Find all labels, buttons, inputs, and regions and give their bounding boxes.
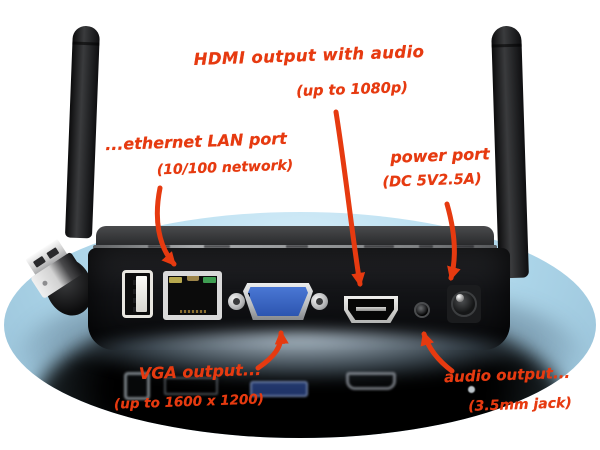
antenna-ring <box>72 41 100 46</box>
usb-port-reflection <box>124 372 150 400</box>
hdmi-port <box>344 296 398 323</box>
ethernet-led-yellow <box>169 277 182 283</box>
vga-screw-right <box>311 293 328 310</box>
power-annotation-line2: (DC 5V2.5A) <box>382 171 482 191</box>
usb-pin <box>133 289 136 294</box>
engraved-port-label <box>286 245 308 248</box>
vga-bezel <box>243 283 313 320</box>
dc-barrel <box>451 291 477 317</box>
usb-pin <box>133 280 136 285</box>
vga-connector <box>248 287 308 316</box>
usb-tongue <box>133 276 147 312</box>
dongle-led <box>41 279 49 287</box>
ethernet-port-reflection <box>164 377 218 395</box>
hdmi-port-reflection <box>346 372 396 390</box>
ethernet-annotation-line1: ...ethernet LAN port <box>104 128 288 155</box>
audio-jack <box>414 302 430 318</box>
dc-center-pin <box>456 294 464 302</box>
hdmi-tongue <box>356 307 386 311</box>
vga-port <box>228 283 328 320</box>
vga-port-reflection <box>250 381 308 397</box>
power-annotation-line1: power port <box>389 144 491 167</box>
ethernet-annotation-line2: (10/100 network) <box>156 157 294 179</box>
device-top-face <box>96 226 494 248</box>
screw-hole <box>233 298 240 305</box>
hdmi-annotation-line1: HDMI output with audio <box>193 41 425 70</box>
engraved-port-label <box>419 245 433 248</box>
jack-reflection-dot <box>468 386 475 393</box>
engraved-port-label <box>456 245 474 248</box>
vga-screw-left <box>228 293 245 310</box>
dc-power-jack <box>447 285 481 323</box>
usb-pin <box>133 307 136 312</box>
ethernet-clip-notch <box>186 276 199 281</box>
ethernet-led-green <box>203 277 216 283</box>
usb-port <box>122 270 153 318</box>
ethernet-port <box>163 271 222 320</box>
engraved-port-label <box>364 245 394 248</box>
hdmi-annotation-line2: (up to 1080p) <box>295 80 409 100</box>
usb-contact-slot <box>46 247 60 260</box>
left-antenna <box>64 25 101 239</box>
usb-contact-slot <box>32 255 46 268</box>
antenna-ring <box>491 43 522 48</box>
usb-pin <box>133 298 136 303</box>
ethernet-pins <box>179 310 206 313</box>
hdmi-cavity <box>348 299 394 320</box>
engraved-port-label <box>204 245 230 248</box>
screw-hole <box>316 298 323 305</box>
